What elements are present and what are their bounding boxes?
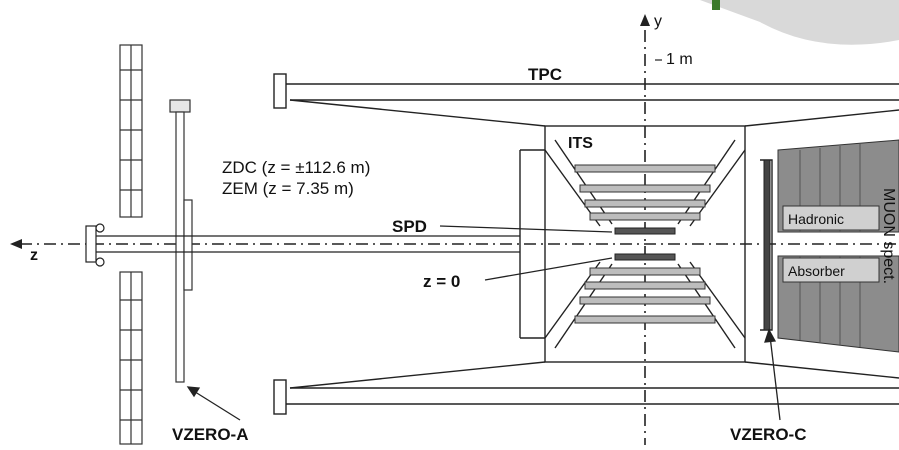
its-label: ITS	[568, 135, 593, 152]
y-axis	[640, 14, 650, 445]
scale-label: 1 m	[666, 51, 693, 68]
vzero-c-label: VZERO-C	[730, 425, 807, 444]
spd-label: SPD	[392, 217, 427, 236]
hadronic-label: Hadronic	[788, 211, 844, 227]
absorber-label: Absorber	[788, 263, 845, 279]
annotation-leaders	[186, 225, 781, 421]
muon-wall-structure	[119, 44, 143, 445]
beam-pipe-flange	[85, 223, 520, 267]
tpc-vessel	[273, 73, 899, 415]
tpc-label: TPC	[528, 65, 562, 84]
beam-axis	[10, 239, 899, 249]
axis-y-label: y	[654, 13, 662, 30]
zdc-label: ZDC (z = ±112.6 m)	[222, 158, 370, 177]
corner-artifact	[700, 0, 899, 45]
front-absorber	[777, 139, 899, 353]
spd-detector	[614, 227, 676, 261]
its-layers	[574, 164, 716, 324]
zem-label: ZEM (z = 7.35 m)	[222, 179, 354, 198]
vzero-c-counter	[763, 159, 771, 331]
vzero-a-counter	[169, 99, 193, 383]
axis-z-label: z	[30, 247, 38, 264]
z0-label: z = 0	[423, 272, 460, 291]
muon-spect-label: MUON spect.	[880, 188, 897, 284]
vzero-a-label: VZERO-A	[172, 425, 249, 444]
